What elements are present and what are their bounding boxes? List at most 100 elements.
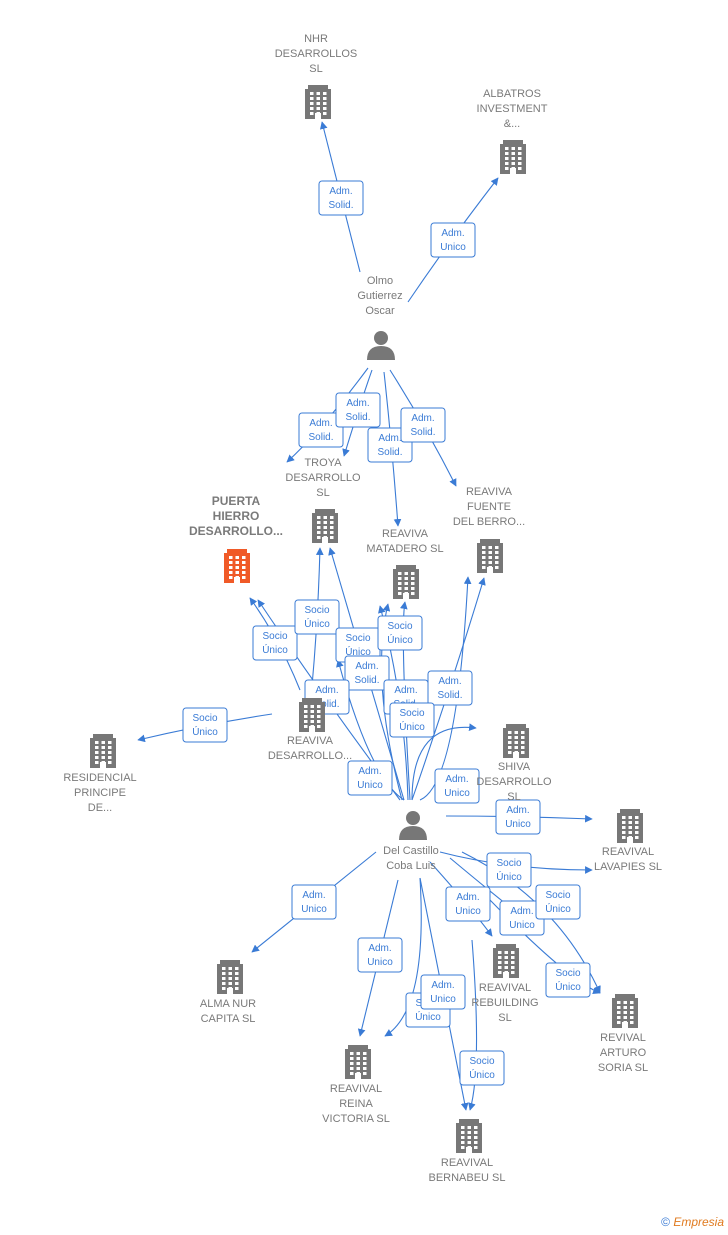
node-label-line: FUENTE — [467, 501, 511, 513]
edge-label-line: Adm. — [302, 890, 325, 901]
node-label-line: REAVIVA — [287, 735, 334, 747]
edge-label-line: Unico — [357, 780, 383, 791]
node-label-line: DESARROLLO... — [189, 524, 283, 538]
building-icon[interactable] — [305, 85, 331, 119]
node-label-line: VICTORIA SL — [322, 1113, 390, 1125]
node-label-line: REAVIVA — [382, 528, 429, 540]
node-label-line: &... — [504, 118, 521, 130]
edge-label-delcastillo-to-shiva[interactable]: Adm.Unico — [434, 768, 480, 804]
edge-label-line: Único — [192, 725, 218, 738]
node-label-line: ALMA NUR — [200, 998, 256, 1010]
building-icon[interactable] — [217, 960, 243, 994]
edge-label-line: Adm. — [431, 980, 454, 991]
copyright-symbol: © — [661, 1215, 670, 1229]
building-icon[interactable] — [345, 1045, 371, 1079]
edge-label-line: Socio — [262, 631, 287, 642]
node-label-line: SL — [316, 487, 329, 499]
edge-label-line: Único — [545, 902, 571, 915]
person-icon[interactable] — [367, 331, 395, 360]
building-icon[interactable] — [493, 944, 519, 978]
building-icon[interactable] — [299, 698, 325, 732]
edge-label-olmo-to-albatros[interactable]: Adm.Unico — [430, 222, 476, 258]
node-reaviva_des[interactable]: REAVIVADESARROLLO... — [268, 698, 352, 762]
edge-label-line: Adm. — [309, 418, 332, 429]
person-icon[interactable] — [399, 811, 427, 840]
node-almanur[interactable]: ALMA NUR CAPITA SL — [200, 960, 256, 1025]
building-icon[interactable] — [90, 734, 116, 768]
edge-label-delcastillo-to-almanur[interactable]: Adm.Unico — [291, 884, 337, 920]
edge-labels-layer: Adm.Solid.Adm.UnicoAdm.Solid.Adm.Solid.A… — [182, 180, 591, 1086]
edge-label-olmo-to-troya[interactable]: Adm.Solid. — [335, 392, 381, 428]
building-icon[interactable] — [617, 809, 643, 843]
edge-label-line: Adm. — [394, 685, 417, 696]
node-puerta[interactable]: PUERTAHIERRODESARROLLO... — [189, 494, 283, 583]
edge-label-line: Adm. — [368, 943, 391, 954]
footer-brand: © Empresia — [661, 1215, 724, 1229]
edge-label-olmo-to-fuente[interactable]: Adm.Solid. — [400, 407, 446, 443]
building-icon[interactable] — [612, 994, 638, 1028]
node-label-line: REBUILDING — [471, 997, 538, 1009]
building-icon[interactable] — [500, 140, 526, 174]
edge-label-line: Socio — [469, 1056, 494, 1067]
node-label-line: SL — [309, 63, 322, 75]
edge-label-delcastillo-to-rebuilding[interactable]: Adm.Unico — [445, 886, 491, 922]
building-icon[interactable] — [224, 549, 250, 583]
node-albatros[interactable]: ALBATROSINVESTMENT&... — [477, 88, 548, 174]
edge-label-line: Único — [345, 645, 371, 658]
edge-label-delcastillo-to-bernabeu[interactable]: Adm.Unico — [420, 974, 466, 1010]
node-residencial[interactable]: RESIDENCIALPRINCIPEDE... — [63, 734, 137, 814]
edge-label-line: Socio — [304, 605, 329, 616]
node-label-line: LAVAPIES SL — [594, 861, 662, 873]
building-icon[interactable] — [312, 509, 338, 543]
node-label-line: Oscar — [365, 305, 395, 317]
edge-label-line: Adm. — [445, 774, 468, 785]
edge-label-line: Adm. — [346, 398, 369, 409]
edge-label-delcastillo-to-reaviva_des[interactable]: Adm.Unico — [347, 760, 393, 796]
edge-label-olmo-to-troya[interactable]: Adm. Solid. — [298, 412, 344, 448]
edge-label-delcastillo-to-reina[interactable]: Adm.Unico — [357, 937, 403, 973]
edge-label-olmo-to-nhr[interactable]: Adm.Solid. — [318, 180, 364, 216]
edge-label-line: Único — [387, 633, 413, 646]
edge-label-line: Socio — [192, 713, 217, 724]
edge-label-line: Único — [469, 1068, 495, 1081]
node-label-line: CAPITA SL — [201, 1013, 256, 1025]
node-label-line: BERNABEU SL — [428, 1172, 505, 1184]
building-icon[interactable] — [477, 539, 503, 573]
edge-label-delcastillo-to-lavapies[interactable]: Adm.Unico — [495, 799, 541, 835]
edge-label-line: Unico — [505, 819, 531, 830]
node-label-line: DEL BERRO... — [453, 516, 525, 528]
building-icon[interactable] — [503, 724, 529, 758]
edge-label-line: Socio — [555, 968, 580, 979]
edge-label-delcastillo-to-fuente[interactable]: Adm.Solid. — [427, 670, 473, 706]
edge-label-line: Unico — [455, 906, 481, 917]
edge-label-line: Solid. — [308, 432, 333, 443]
building-icon[interactable] — [456, 1119, 482, 1153]
node-label-line: REVIVAL — [600, 1032, 646, 1044]
building-icon[interactable] — [393, 565, 419, 599]
edge-label-delcastillo-to-matadero[interactable]: Adm.Solid. — [344, 655, 390, 691]
brand-logo-text[interactable]: Empresia — [673, 1215, 724, 1229]
